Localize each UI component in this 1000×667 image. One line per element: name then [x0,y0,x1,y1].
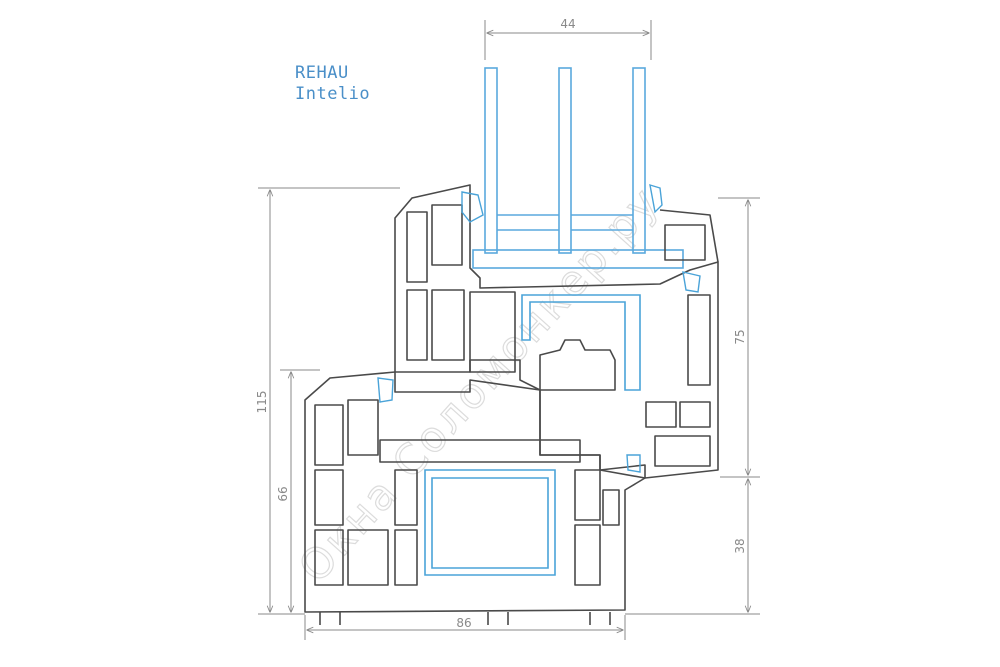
frame-profile [304,371,646,625]
reinforcement-lower [424,469,556,576]
dimension-label-left-total: 115 [255,391,269,414]
dimension-label-top: 44 [560,17,575,31]
gaskets [377,184,701,473]
dimension-label-bottom: 86 [456,616,471,630]
dimension-label-right-lower: 38 [733,538,747,553]
brand-line-1: REHAU [295,63,349,83]
svg-text:Окна Соломонкер.ру: Окна Соломонкер.ру [289,177,669,592]
watermark: Окна Соломонкер.ру [288,176,670,592]
reinforcement-upper [521,294,641,391]
dimension-label-right-upper: 75 [733,329,747,344]
dimension-label-left-lower: 66 [276,486,290,501]
dimension-lines [258,20,760,640]
glass-unit [472,67,684,269]
brand-line-2: Intelio [295,84,371,104]
sash-profile [394,184,719,479]
